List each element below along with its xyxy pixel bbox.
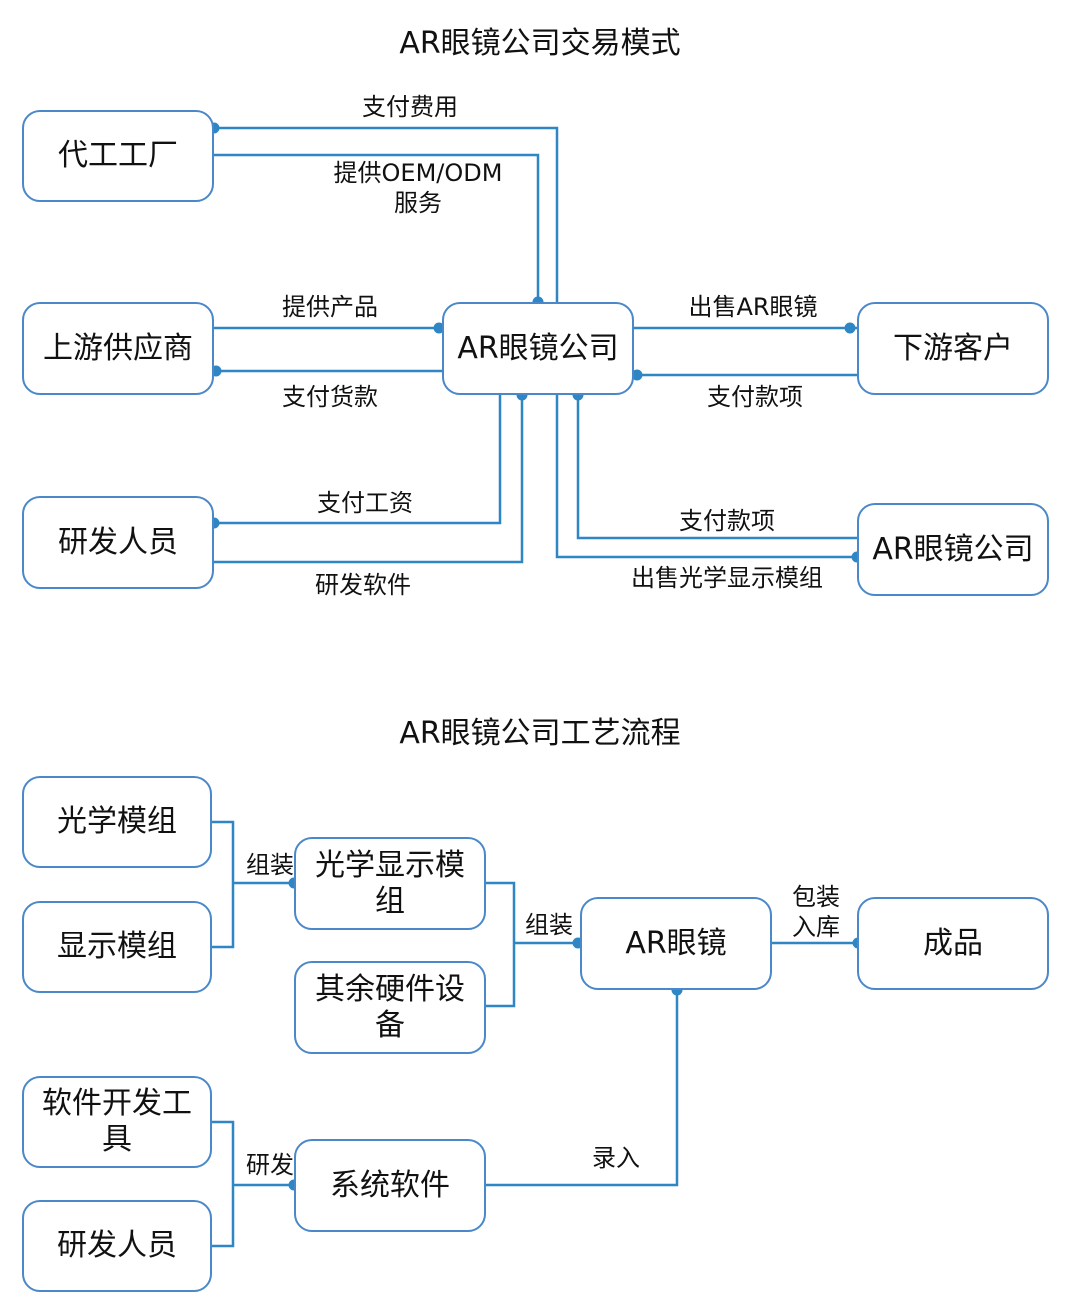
node-optical-display-module: 光学显示模组 <box>294 837 486 930</box>
label-oem-service: 提供OEM/ODM 服务 <box>333 159 503 217</box>
label-pay-company2: 支付款项 <box>679 507 775 535</box>
edge-sell-module <box>555 395 857 559</box>
label-develop: 研发 <box>246 1151 294 1179</box>
node-downstream-customer: 下游客户 <box>857 302 1049 395</box>
edge-oem-service <box>214 153 540 302</box>
node-rnd-staff-2: 研发人员 <box>22 1200 212 1292</box>
diagram1-title: AR眼镜公司交易模式 <box>399 26 681 61</box>
node-system-software: 系统软件 <box>294 1139 486 1232</box>
label-input: 录入 <box>592 1144 640 1172</box>
label-pay-fee: 支付费用 <box>362 93 458 121</box>
node-finished-product: 成品 <box>857 897 1049 990</box>
edge-pay-company2 <box>576 395 857 540</box>
label-sell-module: 出售光学显示模组 <box>631 564 823 592</box>
node-rnd-staff: 研发人员 <box>22 496 214 589</box>
node-dev-tools: 软件开发工具 <box>22 1076 212 1168</box>
node-other-hardware: 其余硬件设备 <box>294 961 486 1054</box>
edge-input <box>486 990 679 1187</box>
node-oem-factory: 代工工厂 <box>22 110 214 202</box>
label-sell-ar: 出售AR眼镜 <box>688 293 818 321</box>
edge-rnd-software <box>214 395 524 564</box>
edge-pay-fee <box>214 126 559 302</box>
label-rnd-software: 研发软件 <box>315 571 411 599</box>
edge-endpoint-dot <box>433 322 445 334</box>
label-pay-salary: 支付工资 <box>317 489 413 517</box>
edge-develop <box>212 1120 235 1248</box>
diagram2-title: AR眼镜公司工艺流程 <box>399 716 681 751</box>
label-pay-downstream: 支付款项 <box>707 383 803 411</box>
edge-pay-salary <box>214 395 502 525</box>
edge-endpoint-dot <box>631 369 643 381</box>
label-package: 包装 入库 <box>792 883 840 941</box>
node-upstream-supplier: 上游供应商 <box>22 302 214 395</box>
edge-assemble1 <box>212 820 235 949</box>
node-ar-glasses: AR眼镜 <box>580 897 772 990</box>
label-assemble2: 组装 <box>525 911 573 939</box>
node-display-module: 显示模组 <box>22 901 212 993</box>
edge-endpoint-dot <box>844 322 856 334</box>
label-assemble1: 组装 <box>246 851 294 879</box>
node-optical-module: 光学模组 <box>22 776 212 868</box>
label-pay-goods: 支付货款 <box>282 383 378 411</box>
node-ar-company: AR眼镜公司 <box>442 302 634 395</box>
edge-assemble2 <box>486 881 516 1008</box>
label-provide-product: 提供产品 <box>282 293 378 321</box>
node-ar-company-2: AR眼镜公司 <box>857 503 1049 596</box>
